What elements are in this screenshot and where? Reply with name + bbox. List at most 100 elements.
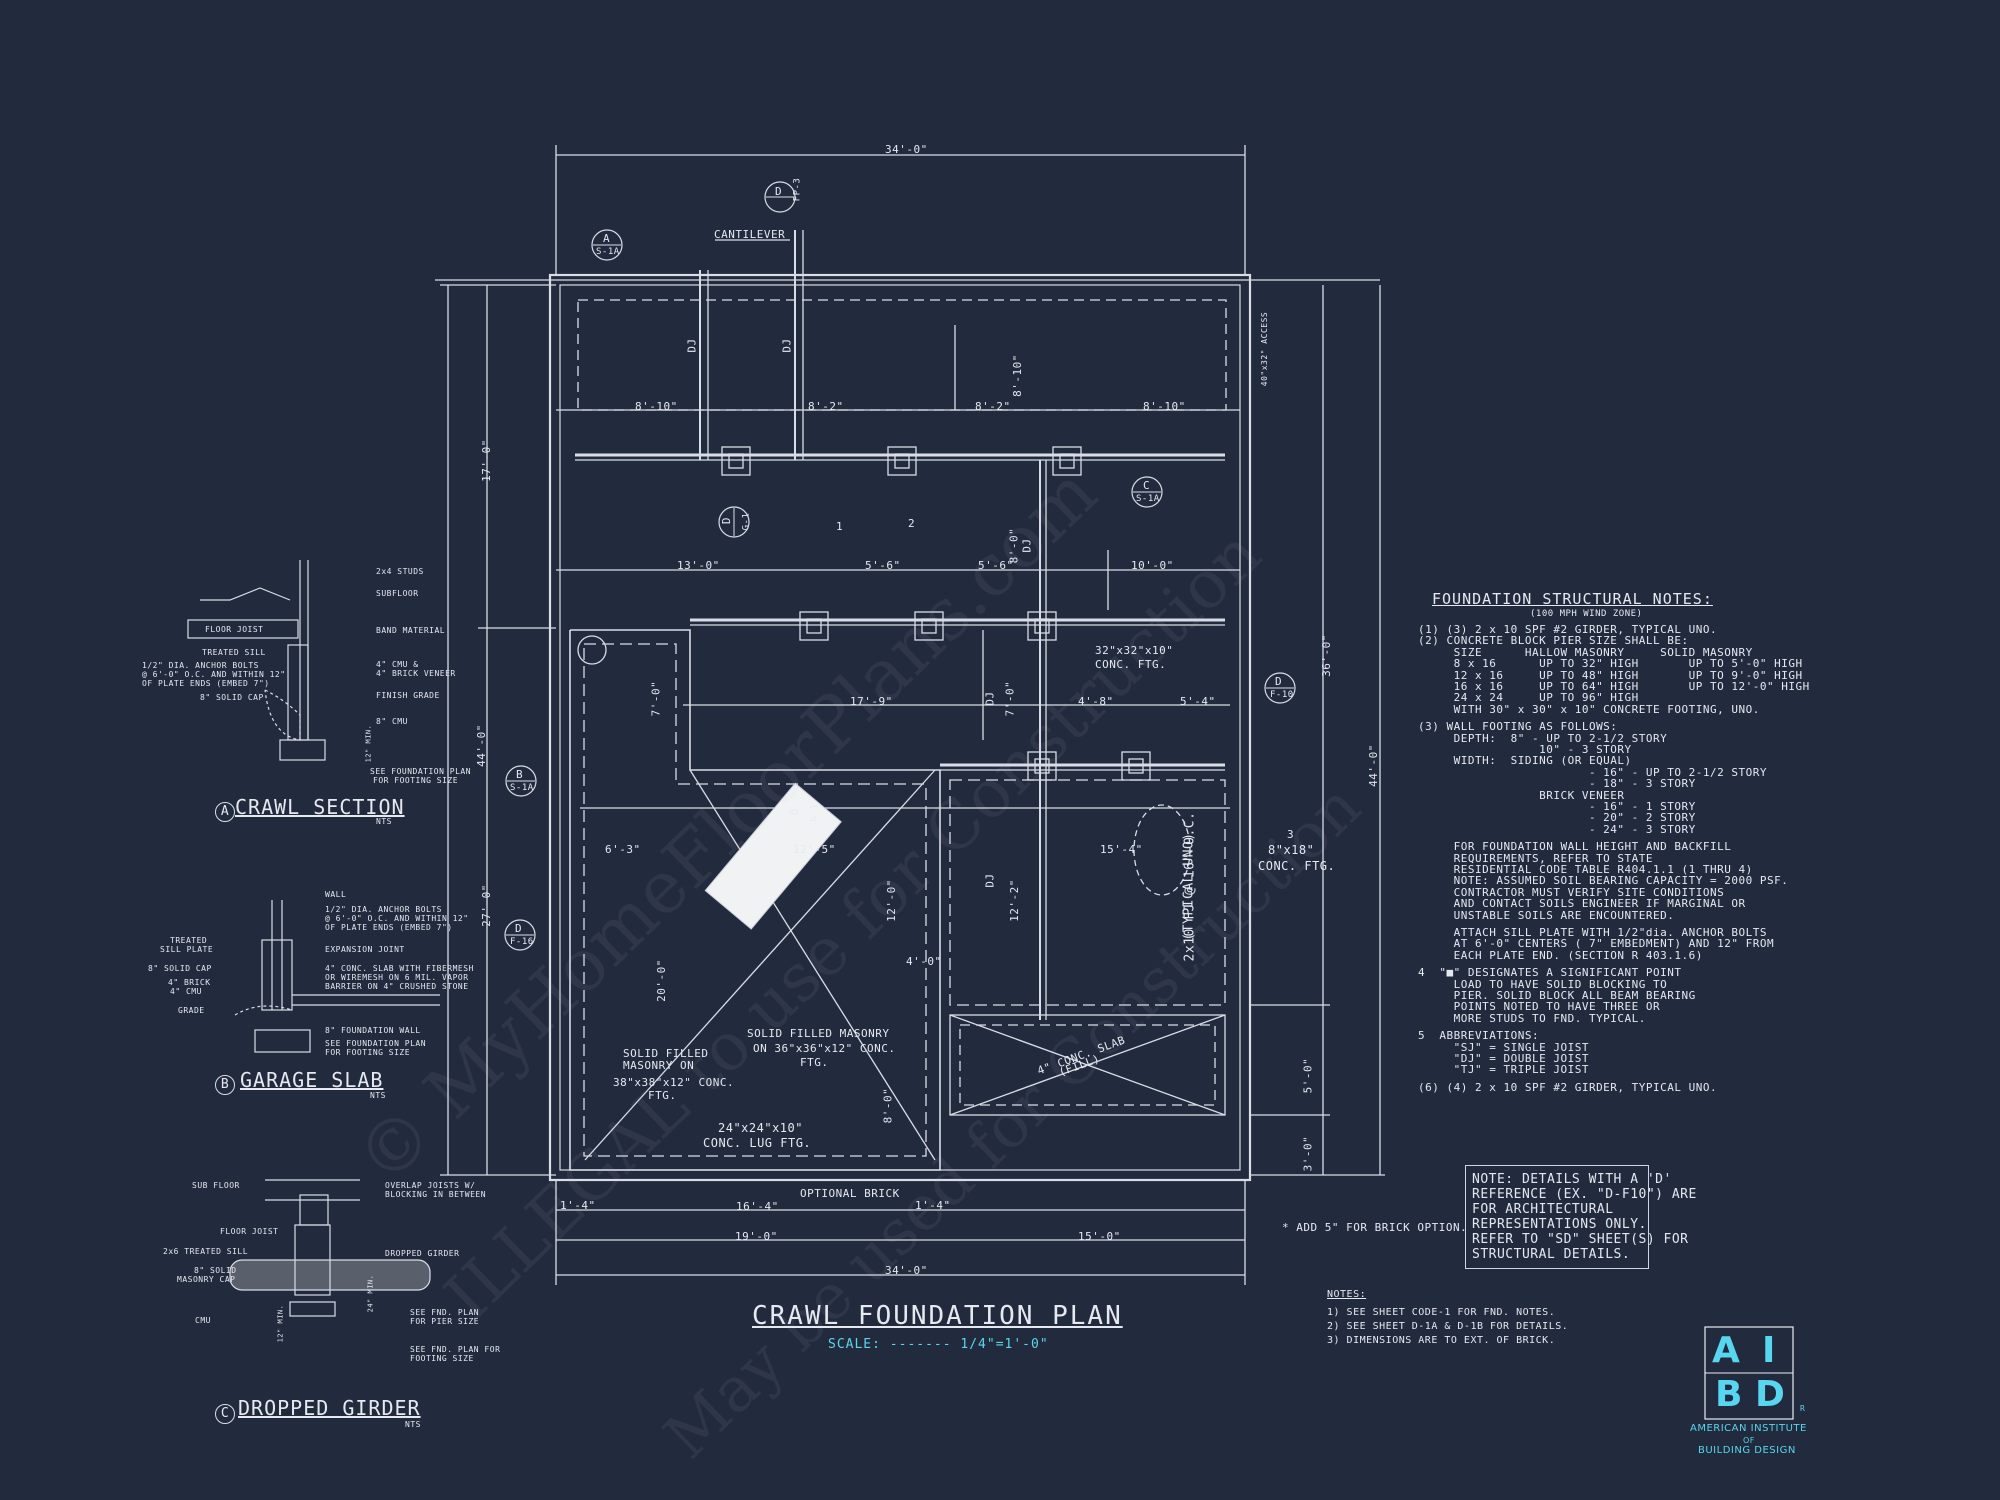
dim-bottom-overall: 34'-0" — [885, 1264, 928, 1277]
crawl-label: 4" BRICK VENEER — [376, 669, 456, 678]
structural-note-line: UNSTABLE SOILS ARE ENCOUNTERED. — [1418, 908, 1675, 922]
logo-letter-b: B — [1715, 1374, 1743, 1415]
girder-label: SUB FLOOR — [192, 1181, 240, 1190]
tag-b-ref: S-1A — [510, 783, 534, 793]
girder-label: DROPPED GIRDER — [385, 1249, 460, 1258]
structural-note-line: LOAD TO HAVE SOLID BLOCKING TO — [1418, 977, 1668, 991]
structural-note-line: ATTACH SILL PLATE WITH 1/2"dia. ANCHOR B… — [1418, 926, 1768, 939]
dim-right-5: 5'-0" — [1301, 1057, 1315, 1094]
ftg-32-label: 32"x32"x10" — [1095, 644, 1174, 657]
structural-note-line: EACH PLATE END. (SECTION R 403.1.6) — [1418, 948, 1703, 962]
structural-note-line: - 20" - 2 STORY — [1418, 811, 1696, 825]
dj-label: DJ — [983, 691, 997, 706]
structural-note-line: (6) (4) 2 x 10 SPF #2 GIRDER, TYPICAL UN… — [1418, 1080, 1718, 1094]
girder-label: SEE FND. PLAN FOR — [410, 1345, 501, 1354]
tag-f10-letter: D — [1275, 675, 1283, 688]
garage-label: 4" CMU — [170, 987, 202, 996]
detail-b-title: GARAGE SLAB — [240, 1068, 384, 1092]
dim-v-8-0b: 8'-0" — [881, 1087, 895, 1124]
dim-bottom-1-4-right: 1'-4" — [915, 1199, 951, 1212]
dim-left-overall: 44'-0" — [474, 724, 488, 767]
crawl-label: FLOOR JOIST — [205, 625, 264, 634]
dim-v-20-0: 20'-0" — [654, 959, 668, 1002]
dim-v-8-10: 8'-10" — [1010, 354, 1024, 397]
stamp — [704, 782, 842, 930]
garage-label: 1/2" DIA. ANCHOR BOLTS — [325, 905, 442, 914]
solid-mid-1: SOLID FILLED MASONRY — [747, 1027, 890, 1040]
structural-note-line: (1) (3) 2 x 10 SPF #2 GIRDER, TYPICAL UN… — [1418, 623, 1718, 636]
structural-note-line: - 16" - 1 STORY — [1418, 800, 1696, 813]
girder-label: 12" MIN. — [276, 1304, 285, 1343]
notes-title: NOTES: — [1327, 1289, 1367, 1300]
access-label: 40"x32" ACCESS — [1260, 311, 1270, 387]
logo-caption-2: OF — [1743, 1436, 1755, 1445]
structural-note-line: "DJ" = DOUBLE JOIST — [1418, 1052, 1589, 1065]
detail-b-letter: B — [215, 1075, 235, 1095]
dj-label: DJ — [685, 338, 699, 353]
crawl-label: 8" CMU — [376, 717, 408, 726]
structural-notes-title: FOUNDATION STRUCTURAL NOTES: — [1432, 590, 1713, 608]
detail-c-nts: NTS — [405, 1420, 421, 1429]
girder-label: 2x6 TREATED SILL — [163, 1247, 249, 1256]
garage-label: 8" FOUNDATION WALL — [325, 1026, 421, 1035]
crawl-label: TREATED SILL — [202, 648, 266, 657]
structural-note-line: 12 x 16 UP TO 48" HIGH UP TO 9'-0" HIGH — [1418, 668, 1803, 682]
crawl-label: 12" MIN. — [364, 724, 373, 763]
tag-c-ref: S-1A — [1136, 494, 1160, 504]
structural-note-line: WIDTH: SIDING (OR EQUAL) — [1418, 754, 1632, 768]
detail-a-nts: NTS — [376, 817, 392, 826]
dim-right-upper: 36'-0" — [1319, 634, 1333, 677]
lug-ftg-2: CONC. LUG FTG. — [703, 1136, 812, 1150]
girder-label: MASONRY CAP — [177, 1275, 236, 1284]
tag-f16-ref: F-16 — [510, 937, 534, 947]
solid-left-3: 38"x38"x12" CONC. — [613, 1076, 735, 1089]
callout-1: 1 — [836, 520, 844, 533]
joist-note-b: (TYPICAL UNO) — [1181, 832, 1197, 941]
structural-note-line: WITH 30" x 30" x 10" CONCRETE FOOTING, U… — [1418, 702, 1760, 716]
cantilever-label: CANTILEVER — [714, 228, 786, 241]
garage-label: EXPANSION JOINT — [325, 945, 405, 954]
structural-note-line: RESIDENTIAL CODE TABLE R404.1.1 (1 THRU … — [1418, 863, 1753, 876]
dj-label: DJ — [780, 338, 794, 353]
dim-v-8-0a: 8'-0" — [1007, 527, 1021, 564]
logo-caption-3: BUILDING DESIGN — [1698, 1445, 1796, 1456]
callout-2: 2 — [908, 517, 916, 530]
solid-left-1: SOLID FILLED — [623, 1047, 709, 1060]
structural-note-line: FOR FOUNDATION WALL HEIGHT AND BACKFILL — [1418, 840, 1732, 854]
structural-note-line: CONTRACTOR MUST VERIFY SITE CONDITIONS — [1418, 885, 1725, 899]
crawl-label: FINISH GRADE — [376, 691, 440, 700]
garage-label: GRADE — [178, 1006, 205, 1015]
garage-label: SILL PLATE — [160, 945, 214, 954]
dim-v-7-0a: 7'-0" — [649, 680, 663, 717]
dim-h-6-3: 6'-3" — [605, 843, 641, 856]
structural-note-line: - 16" - UP TO 2-1/2 STORY — [1418, 765, 1768, 779]
structural-note-line: "TJ" = TRIPLE JOIST — [1418, 1063, 1589, 1077]
tag-g1b-letter: D — [788, 807, 802, 816]
tag-g1-ref: G-1 — [741, 512, 752, 531]
logo-letter-i: I — [1762, 1330, 1776, 1371]
plan-scale: SCALE: ------- 1/4"=1'-0" — [828, 1337, 1049, 1352]
reference-note-box: NOTE: DETAILS WITH A 'D' REFERENCE (EX. … — [1465, 1165, 1696, 1269]
crawl-label: 2x4 STUDS — [376, 567, 424, 576]
dim-h-17-9: 17'-9" — [850, 695, 893, 708]
dim-row2-d: 10'-0" — [1131, 559, 1174, 572]
ftg-32-label-b: CONC. FTG. — [1095, 658, 1167, 671]
girder-label: 8" SOLID — [194, 1266, 237, 1275]
dim-row1-d: 8'-10" — [1143, 400, 1186, 413]
structural-note-line: NOTE: ASSUMED SOIL BEARING CAPACITY = 20… — [1418, 874, 1789, 888]
detail-drawings — [187, 560, 440, 1317]
dim-bottom-1-4-left: 1'-4" — [560, 1199, 596, 1212]
garage-label: SEE FOUNDATION PLAN — [325, 1039, 427, 1048]
lug-ftg-1: 24"x24"x10" — [718, 1121, 803, 1135]
girder-label: 24" MIN. — [366, 1274, 375, 1313]
structural-note-line: AT 6'-0" CENTERS ( 7" EMBEDMENT) AND 12"… — [1418, 937, 1775, 951]
dim-bottom-left: 19'-0" — [735, 1230, 778, 1243]
note-3: 3) DIMENSIONS ARE TO EXT. OF BRICK. — [1327, 1335, 1556, 1346]
garage-label: FOR FOOTING SIZE — [325, 1048, 411, 1057]
structural-note-line: (2) CONCRETE BLOCK PIER SIZE SHALL BE: — [1418, 634, 1689, 648]
structural-notes-subtitle: (100 MPH WIND ZONE) — [1530, 609, 1643, 619]
note-1: 1) SEE SHEET CODE-1 FOR FND. NOTES. — [1327, 1307, 1556, 1318]
dim-h-4-8: 4'-8" — [1078, 695, 1114, 708]
garage-label: OR WIREMESH ON 6 MIL. VAPOR — [325, 973, 469, 982]
dim-v-12-2: 12'-2" — [1007, 879, 1021, 922]
